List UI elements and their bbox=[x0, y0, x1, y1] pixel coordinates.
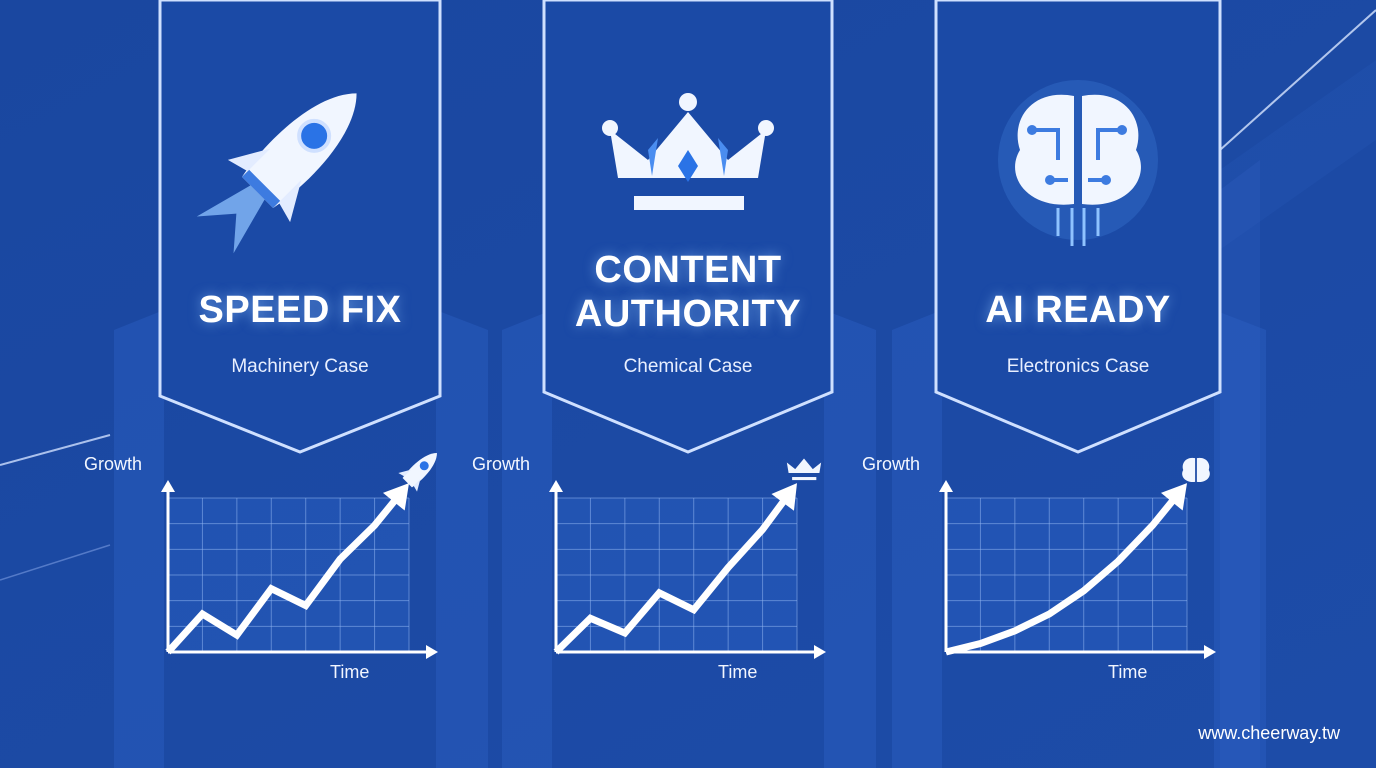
x-axis-label: Time bbox=[1108, 662, 1148, 682]
growth-arrowhead bbox=[382, 483, 409, 511]
panel-title-line: AI READY bbox=[985, 289, 1171, 331]
panel-content-authority: CONTENT AUTHORITY Chemical Case Growth T… bbox=[472, 0, 884, 768]
x-axis-label: Time bbox=[718, 662, 758, 682]
growth-arrowhead bbox=[1160, 483, 1187, 511]
rocket-icon bbox=[196, 93, 357, 254]
panel-graphics bbox=[114, 0, 488, 768]
crown-icon bbox=[602, 93, 774, 210]
banner bbox=[934, 0, 1222, 454]
x-axis-arrow bbox=[1204, 645, 1216, 659]
x-axis-arrow bbox=[814, 645, 826, 659]
panel-subtitle: Machinery Case bbox=[231, 356, 369, 377]
small-crown-icon bbox=[786, 458, 822, 481]
y-axis-label: Growth bbox=[84, 454, 143, 474]
x-axis-label: Time bbox=[330, 662, 370, 682]
y-axis-label: Growth bbox=[862, 454, 921, 474]
panel-graphics bbox=[892, 0, 1266, 768]
website-url: www.cheerway.tw bbox=[1198, 723, 1340, 743]
panel-title: SPEED FIX bbox=[104, 288, 496, 332]
small-brain-icon bbox=[1182, 457, 1210, 483]
panel-speed-fix: SPEED FIX Machinery Case Growth Time bbox=[84, 0, 496, 768]
small-rocket-icon bbox=[398, 453, 437, 492]
panel-title-line: CONTENT bbox=[594, 249, 782, 291]
growth-line bbox=[553, 492, 792, 655]
panel-ai-ready: AI READY Electronics Case Growth Time bbox=[862, 0, 1274, 768]
growth-chart bbox=[939, 480, 1216, 659]
panel-title-line: SPEED FIX bbox=[198, 289, 402, 331]
panel-title-line: AUTHORITY bbox=[574, 293, 802, 335]
y-axis-arrow bbox=[549, 480, 563, 492]
growth-line bbox=[165, 491, 403, 655]
x-axis-arrow bbox=[426, 645, 438, 659]
growth-chart bbox=[161, 480, 438, 659]
growth-chart bbox=[549, 480, 826, 659]
brain-icon bbox=[998, 80, 1158, 246]
panel-subtitle: Electronics Case bbox=[1006, 356, 1150, 377]
growth-line bbox=[945, 491, 1181, 656]
banner bbox=[542, 0, 834, 454]
y-axis-arrow bbox=[939, 480, 953, 492]
y-axis-arrow bbox=[161, 480, 175, 492]
banner bbox=[158, 0, 442, 454]
panel-subtitle: Chemical Case bbox=[623, 356, 753, 377]
growth-arrowhead bbox=[771, 483, 797, 511]
panel-graphics bbox=[502, 0, 876, 768]
panel-title: AI READY bbox=[882, 288, 1274, 332]
panel-title: CONTENT AUTHORITY bbox=[492, 248, 884, 336]
y-axis-label: Growth bbox=[472, 454, 531, 474]
